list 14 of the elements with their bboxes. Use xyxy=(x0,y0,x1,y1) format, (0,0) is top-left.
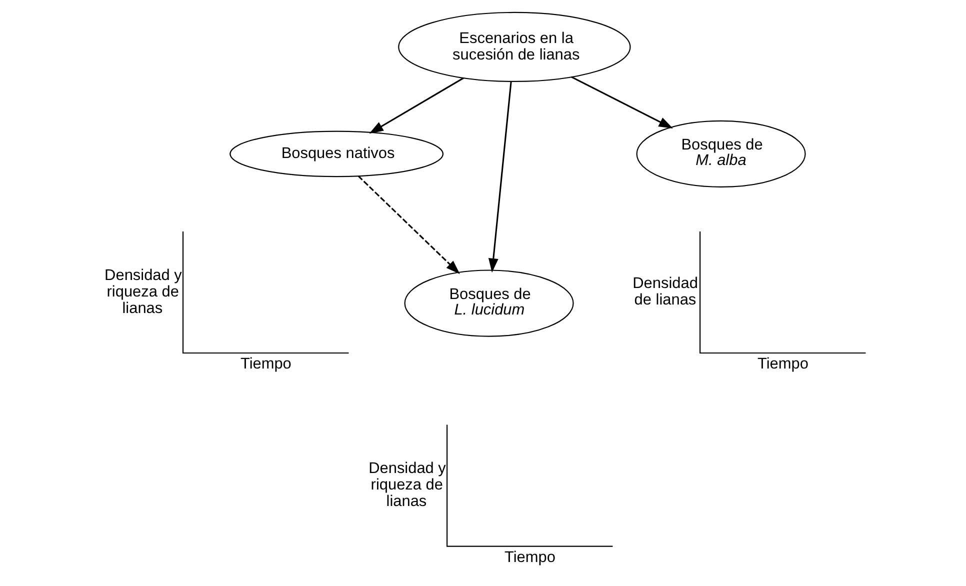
node-ellipse: Bosques nativos xyxy=(229,130,444,178)
label: Densidad y riqueza de lianas xyxy=(104,266,182,317)
arrow xyxy=(357,176,460,274)
arrow xyxy=(488,82,512,273)
label: Densidad de lianas xyxy=(632,275,698,309)
label: Densidad y riqueza de lianas xyxy=(368,460,446,510)
node-ellipse: Bosques de M. alba xyxy=(636,120,806,188)
node-ellipse: Bosques de L. lucidum xyxy=(404,270,574,337)
arrow xyxy=(570,76,672,128)
label: Tiempo xyxy=(504,549,555,566)
node-ellipse: Escenarios en la sucesión de lianas xyxy=(398,12,630,82)
arrow xyxy=(368,77,464,134)
label: Tiempo xyxy=(756,356,808,373)
label: Tiempo xyxy=(240,356,291,373)
